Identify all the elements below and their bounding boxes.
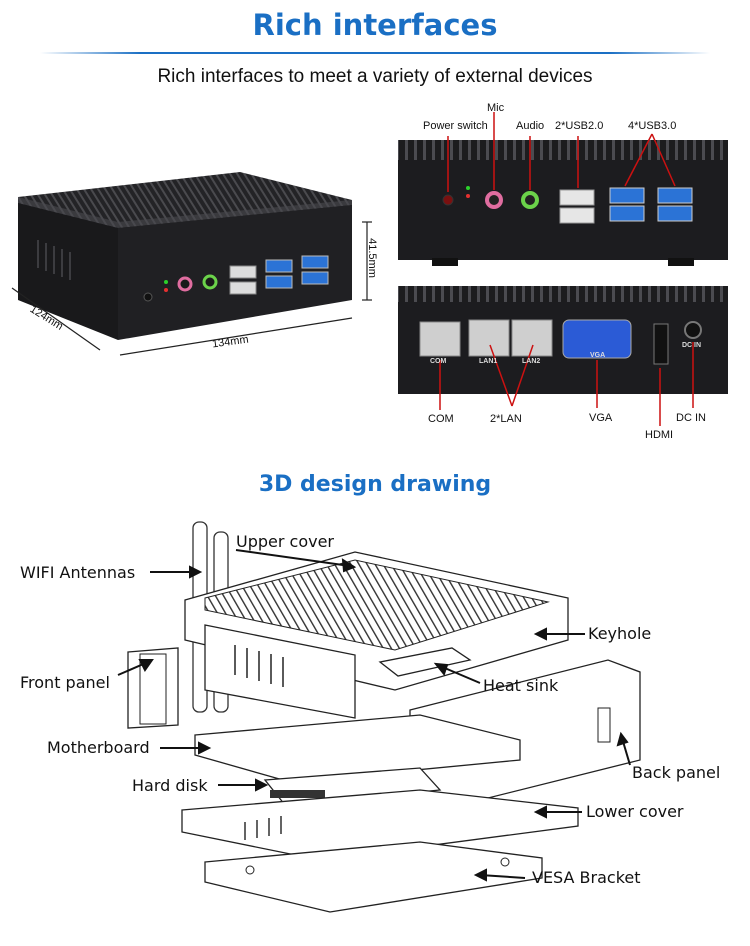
label-power-switch: Power switch — [423, 120, 488, 132]
label-dcin: DC IN — [676, 412, 706, 424]
part-label-wifi-antennas: WIFI Antennas — [20, 563, 136, 582]
label-hdmi: HDMI — [645, 429, 674, 441]
back-panel-photo — [398, 286, 728, 394]
label-vga: VGA — [589, 412, 613, 424]
exploded-drawing — [127, 521, 641, 913]
label-usb2: 2*USB2.0 — [555, 120, 604, 132]
port-text-dcin: DC IN — [682, 342, 702, 349]
label-usb3: 4*USB3.0 — [628, 120, 677, 132]
part-label-vesa-bracket: VESA Bracket — [532, 868, 641, 887]
dimension-height-label: 41.5mm — [365, 238, 378, 278]
mini-pc-photo — [18, 172, 352, 340]
back-callout-lines — [439, 342, 694, 426]
port-text-com: COM — [430, 358, 447, 365]
front-panel-photo — [398, 140, 728, 266]
part-label-hard-disk: Hard disk — [132, 776, 208, 795]
label-2lan: 2*LAN — [490, 413, 522, 425]
part-label-lower-cover: Lower cover — [586, 802, 684, 821]
section-title-interfaces: Rich interfaces — [252, 8, 498, 42]
part-label-heat-sink: Heat sink — [483, 676, 559, 695]
port-text-lan2: LAN2 — [522, 358, 541, 365]
front-callout-lines — [447, 112, 676, 192]
section-title-3d-drawing: 3D design drawing — [258, 472, 492, 497]
drawing-leader-arrows — [117, 549, 631, 882]
part-label-keyhole: Keyhole — [588, 624, 652, 643]
port-text-vga: VGA — [590, 352, 606, 359]
dimension-lines — [11, 221, 372, 356]
port-text-lan1: LAN1 — [479, 358, 498, 365]
part-label-motherboard: Motherboard — [47, 738, 150, 757]
title-divider — [40, 52, 710, 54]
label-mic: Mic — [487, 102, 505, 114]
label-com: COM — [428, 413, 454, 425]
part-label-upper-cover: Upper cover — [236, 532, 335, 551]
part-label-back-panel: Back panel — [632, 763, 721, 782]
part-label-front-panel: Front panel — [20, 673, 110, 692]
label-audio: Audio — [516, 120, 545, 132]
section-subtitle: Rich interfaces to meet a variety of ext… — [157, 66, 593, 87]
